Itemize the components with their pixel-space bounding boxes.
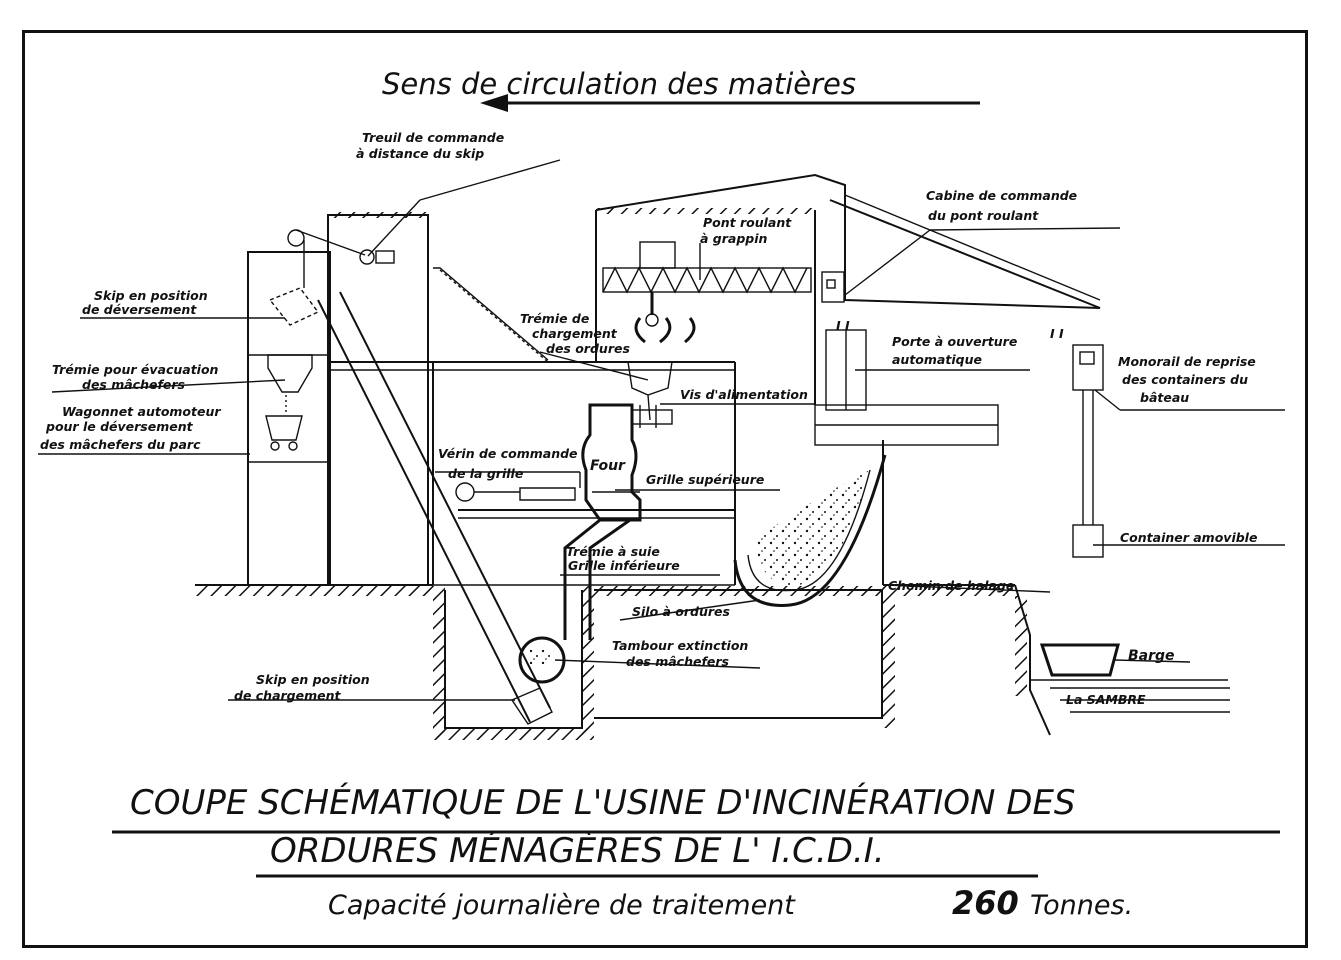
drawing-frame <box>22 30 1308 948</box>
label-river: La SAMBRE <box>1066 692 1146 707</box>
title-line-2: ORDURES MÉNAGÈRES DE L' I.C.D.I. <box>270 830 885 871</box>
label-tremie-charg-1: Trémie de <box>520 311 589 326</box>
charging-hopper <box>627 361 673 421</box>
label-skip-charg-2: de chargement <box>234 688 342 703</box>
label-chemin: Chemin de halage <box>888 578 1014 593</box>
direction-arrow <box>480 94 980 112</box>
label-wagonnet-2: pour le déversement <box>45 419 194 434</box>
label-verin-1: Vérin de commande <box>438 446 578 461</box>
leader-lines <box>38 159 1285 701</box>
label-four: Four <box>590 458 626 474</box>
label-tambour-1: Tambour extinction <box>612 638 748 653</box>
label-tremie-charg-2: chargement <box>532 326 618 341</box>
label-wagonnet-3: des mâchefers du parc <box>40 437 201 452</box>
barge <box>1030 643 1230 713</box>
label-treuil-1: Treuil de commande <box>362 130 504 145</box>
label-tambour-2: des mâchefers <box>626 654 729 669</box>
label-vis: Vis d'alimentation <box>680 387 808 402</box>
label-tremie-suie-2: Grille inférieure <box>568 558 680 573</box>
refuse-silo <box>733 440 887 607</box>
capacity-unit: Tonnes. <box>1030 890 1133 921</box>
label-tremie-evac-1: Trémie pour évacuation <box>52 362 219 377</box>
label-treuil-2: à distance du skip <box>356 146 484 161</box>
label-container: Container amovible <box>1120 530 1257 545</box>
label-skip-dev-1: Skip en position <box>94 288 208 303</box>
label-pont-2: à grappin <box>700 231 768 246</box>
label-cabine-2: du pont roulant <box>928 208 1039 223</box>
title-block: COUPE SCHÉMATIQUE DE L'USINE D'INCINÉRAT… <box>112 782 1280 922</box>
label-grille-sup: Grille supérieure <box>646 472 764 487</box>
monorail <box>1072 344 1104 558</box>
label-silo: Silo à ordures <box>632 604 730 619</box>
skip-tower <box>247 251 331 586</box>
label-tremie-suie-1: Trémie à suie <box>566 544 660 559</box>
label-skip-dev-2: de déversement <box>82 302 197 317</box>
title-line-1: COUPE SCHÉMATIQUE DE L'USINE D'INCINÉRAT… <box>130 782 1076 823</box>
svg-text:I I: I I <box>836 318 850 333</box>
label-verin-2: de la grille <box>448 466 523 481</box>
label-barge: Barge <box>1128 648 1175 664</box>
furnace <box>455 403 673 684</box>
label-cabine-1: Cabine de commande <box>926 188 1077 203</box>
label-monorail-2: des containers du <box>1122 372 1248 387</box>
label-skip-charg-1: Skip en position <box>256 672 370 687</box>
label-monorail-3: bâteau <box>1140 390 1189 405</box>
label-monorail-1: Monorail de reprise <box>1118 354 1256 369</box>
label-porte-1: Porte à ouverture <box>892 334 1017 349</box>
label-wagonnet-1: Wagonnet automoteur <box>62 404 221 419</box>
label-tremie-evac-2: des mâchefers <box>82 377 185 392</box>
label-pont-1: Pont roulant <box>703 215 792 230</box>
capacity-prefix: Capacité journalière de traitement <box>328 890 796 921</box>
labels: Treuil de commande à distance du skip Sk… <box>40 130 1257 707</box>
crane-bay: I I I I <box>595 173 1101 446</box>
capacity-value: 260 <box>952 884 1019 922</box>
label-porte-2: automatique <box>892 352 982 367</box>
direction-label: Sens de circulation des matières <box>382 67 856 101</box>
hoist-structure <box>287 212 429 586</box>
label-tremie-charg-3: des ordures <box>546 341 630 356</box>
svg-text:I I: I I <box>1050 326 1064 341</box>
